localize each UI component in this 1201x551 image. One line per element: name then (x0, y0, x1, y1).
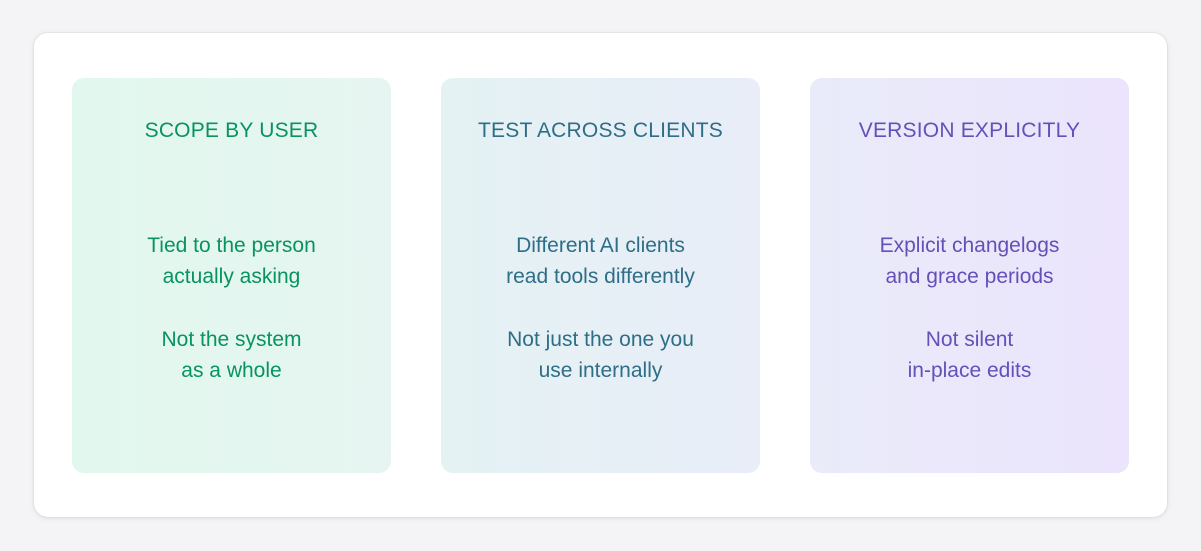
card-primary-text: Explicit changelogs and grace periods (810, 230, 1129, 292)
diagram-frame: SCOPE BY USER Tied to the person actuall… (34, 33, 1167, 517)
card-secondary-line: use internally (538, 359, 663, 382)
card-primary-line: Tied to the person (147, 234, 316, 257)
card-secondary-line: in-place edits (907, 359, 1032, 382)
card-secondary-line: as a whole (181, 359, 282, 382)
card-primary-line: actually asking (162, 265, 301, 288)
card-secondary-line: Not silent (925, 328, 1014, 351)
card-scope-by-user: SCOPE BY USER Tied to the person actuall… (72, 78, 391, 473)
card-primary-line: read tools differently (506, 265, 695, 288)
card-primary-text: Tied to the person actually asking (72, 230, 391, 292)
card-secondary-text: Not just the one you use internally (441, 324, 760, 386)
card-secondary-line: Not just the one you (507, 328, 694, 351)
card-primary-line: and grace periods (885, 265, 1054, 288)
card-secondary-text: Not the system as a whole (72, 324, 391, 386)
card-primary-line: Different AI clients (516, 234, 685, 257)
card-secondary-line: Not the system (161, 328, 302, 351)
card-test-across-clients: TEST ACROSS CLIENTS Different AI clients… (441, 78, 760, 473)
card-version-explicitly: VERSION EXPLICITLY Explicit changelogs a… (810, 78, 1129, 473)
card-primary-line: Explicit changelogs (879, 234, 1060, 257)
card-title: VERSION EXPLICITLY (858, 119, 1081, 142)
card-title: SCOPE BY USER (144, 119, 319, 142)
card-primary-text: Different AI clients read tools differen… (441, 230, 760, 292)
card-title: TEST ACROSS CLIENTS (478, 119, 723, 142)
card-secondary-text: Not silent in-place edits (810, 324, 1129, 386)
